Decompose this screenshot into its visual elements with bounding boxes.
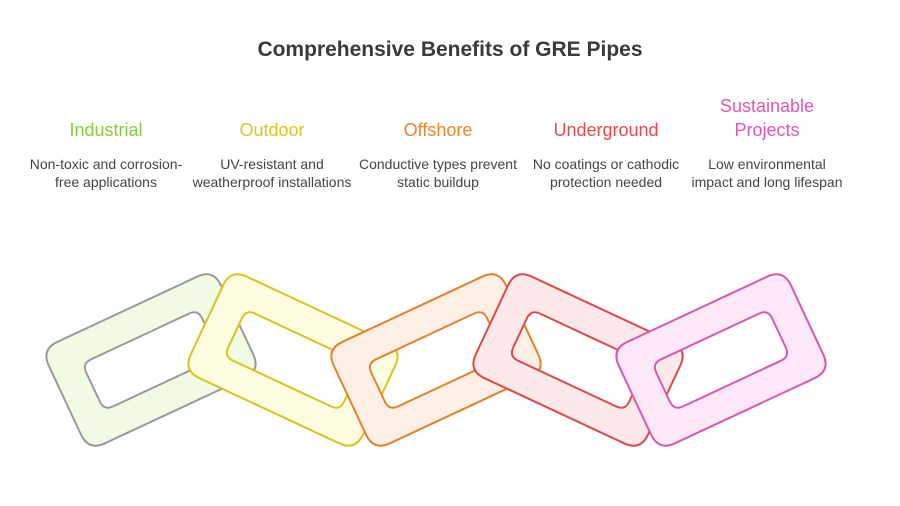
benefit-title: Industrial [69, 120, 143, 140]
benefit-description: Conductive types prevent static buildup [359, 156, 517, 190]
benefit-description: Low environmental impact and long lifesp… [691, 156, 843, 190]
diagram-title: Comprehensive Benefits of GRE Pipes [257, 38, 643, 61]
benefit-description: Non-toxic and corrosion-free application… [29, 156, 183, 190]
benefit-title: Sustainable Projects [719, 96, 815, 140]
benefit-title: Underground [553, 120, 659, 140]
benefit-column-underground: Underground No coatings or cathodic prote… [526, 0, 686, 190]
benefit-title: Offshore [403, 120, 473, 140]
benefit-description: UV-resistant and weatherproof installati… [192, 156, 352, 190]
chain-link-5 [615, 273, 827, 447]
benefit-title: Outdoor [239, 120, 305, 140]
benefit-description: No coatings or cathodic protection neede… [532, 156, 680, 190]
